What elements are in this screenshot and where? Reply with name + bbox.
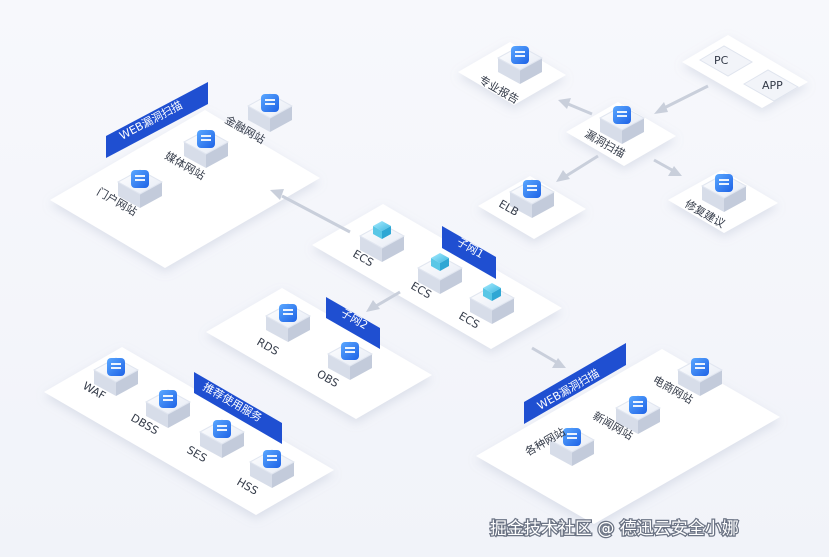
- platform-subnet2: [206, 288, 432, 419]
- app-label: APP: [762, 79, 783, 92]
- dbss-box-icon: [144, 389, 192, 428]
- news-site-box-icon: [614, 395, 662, 434]
- hss-box-icon: [248, 449, 296, 488]
- flow-arrows: [270, 84, 709, 368]
- obs-box-icon: [326, 341, 374, 380]
- fix-box-icon: [700, 173, 748, 212]
- ecs-2-box-icon: [416, 253, 464, 294]
- report-box-icon: [496, 45, 544, 84]
- tag-subnet2: 子网2: [326, 297, 380, 349]
- scan-box-icon: [598, 105, 646, 144]
- rds-box-icon: [264, 303, 312, 342]
- waf-box-icon: [92, 357, 140, 396]
- tag-subnet1: 子网1: [442, 226, 496, 279]
- media-site-box-icon: [182, 129, 230, 168]
- app-tile: APP: [742, 69, 800, 102]
- watermark: 掘金技术社区 @ 德迅云安全小娜: [490, 519, 739, 539]
- ses-box-icon: [198, 419, 246, 458]
- ecs-3-box-icon: [468, 283, 516, 324]
- pc-label: PC: [714, 54, 729, 67]
- device-boxes: [92, 45, 748, 488]
- ecommerce-site-box-icon: [676, 357, 724, 396]
- platform-pc-app: [682, 35, 808, 108]
- pc-tile: PC: [699, 45, 753, 77]
- elb-box-icon: [508, 179, 556, 218]
- platform-web-scan-left: [50, 110, 320, 268]
- finance-site-box-icon: [246, 93, 294, 132]
- portal-site-box-icon: [116, 169, 164, 208]
- various-sites-box-icon: [548, 427, 596, 466]
- ecs-1-box-icon: [358, 221, 406, 262]
